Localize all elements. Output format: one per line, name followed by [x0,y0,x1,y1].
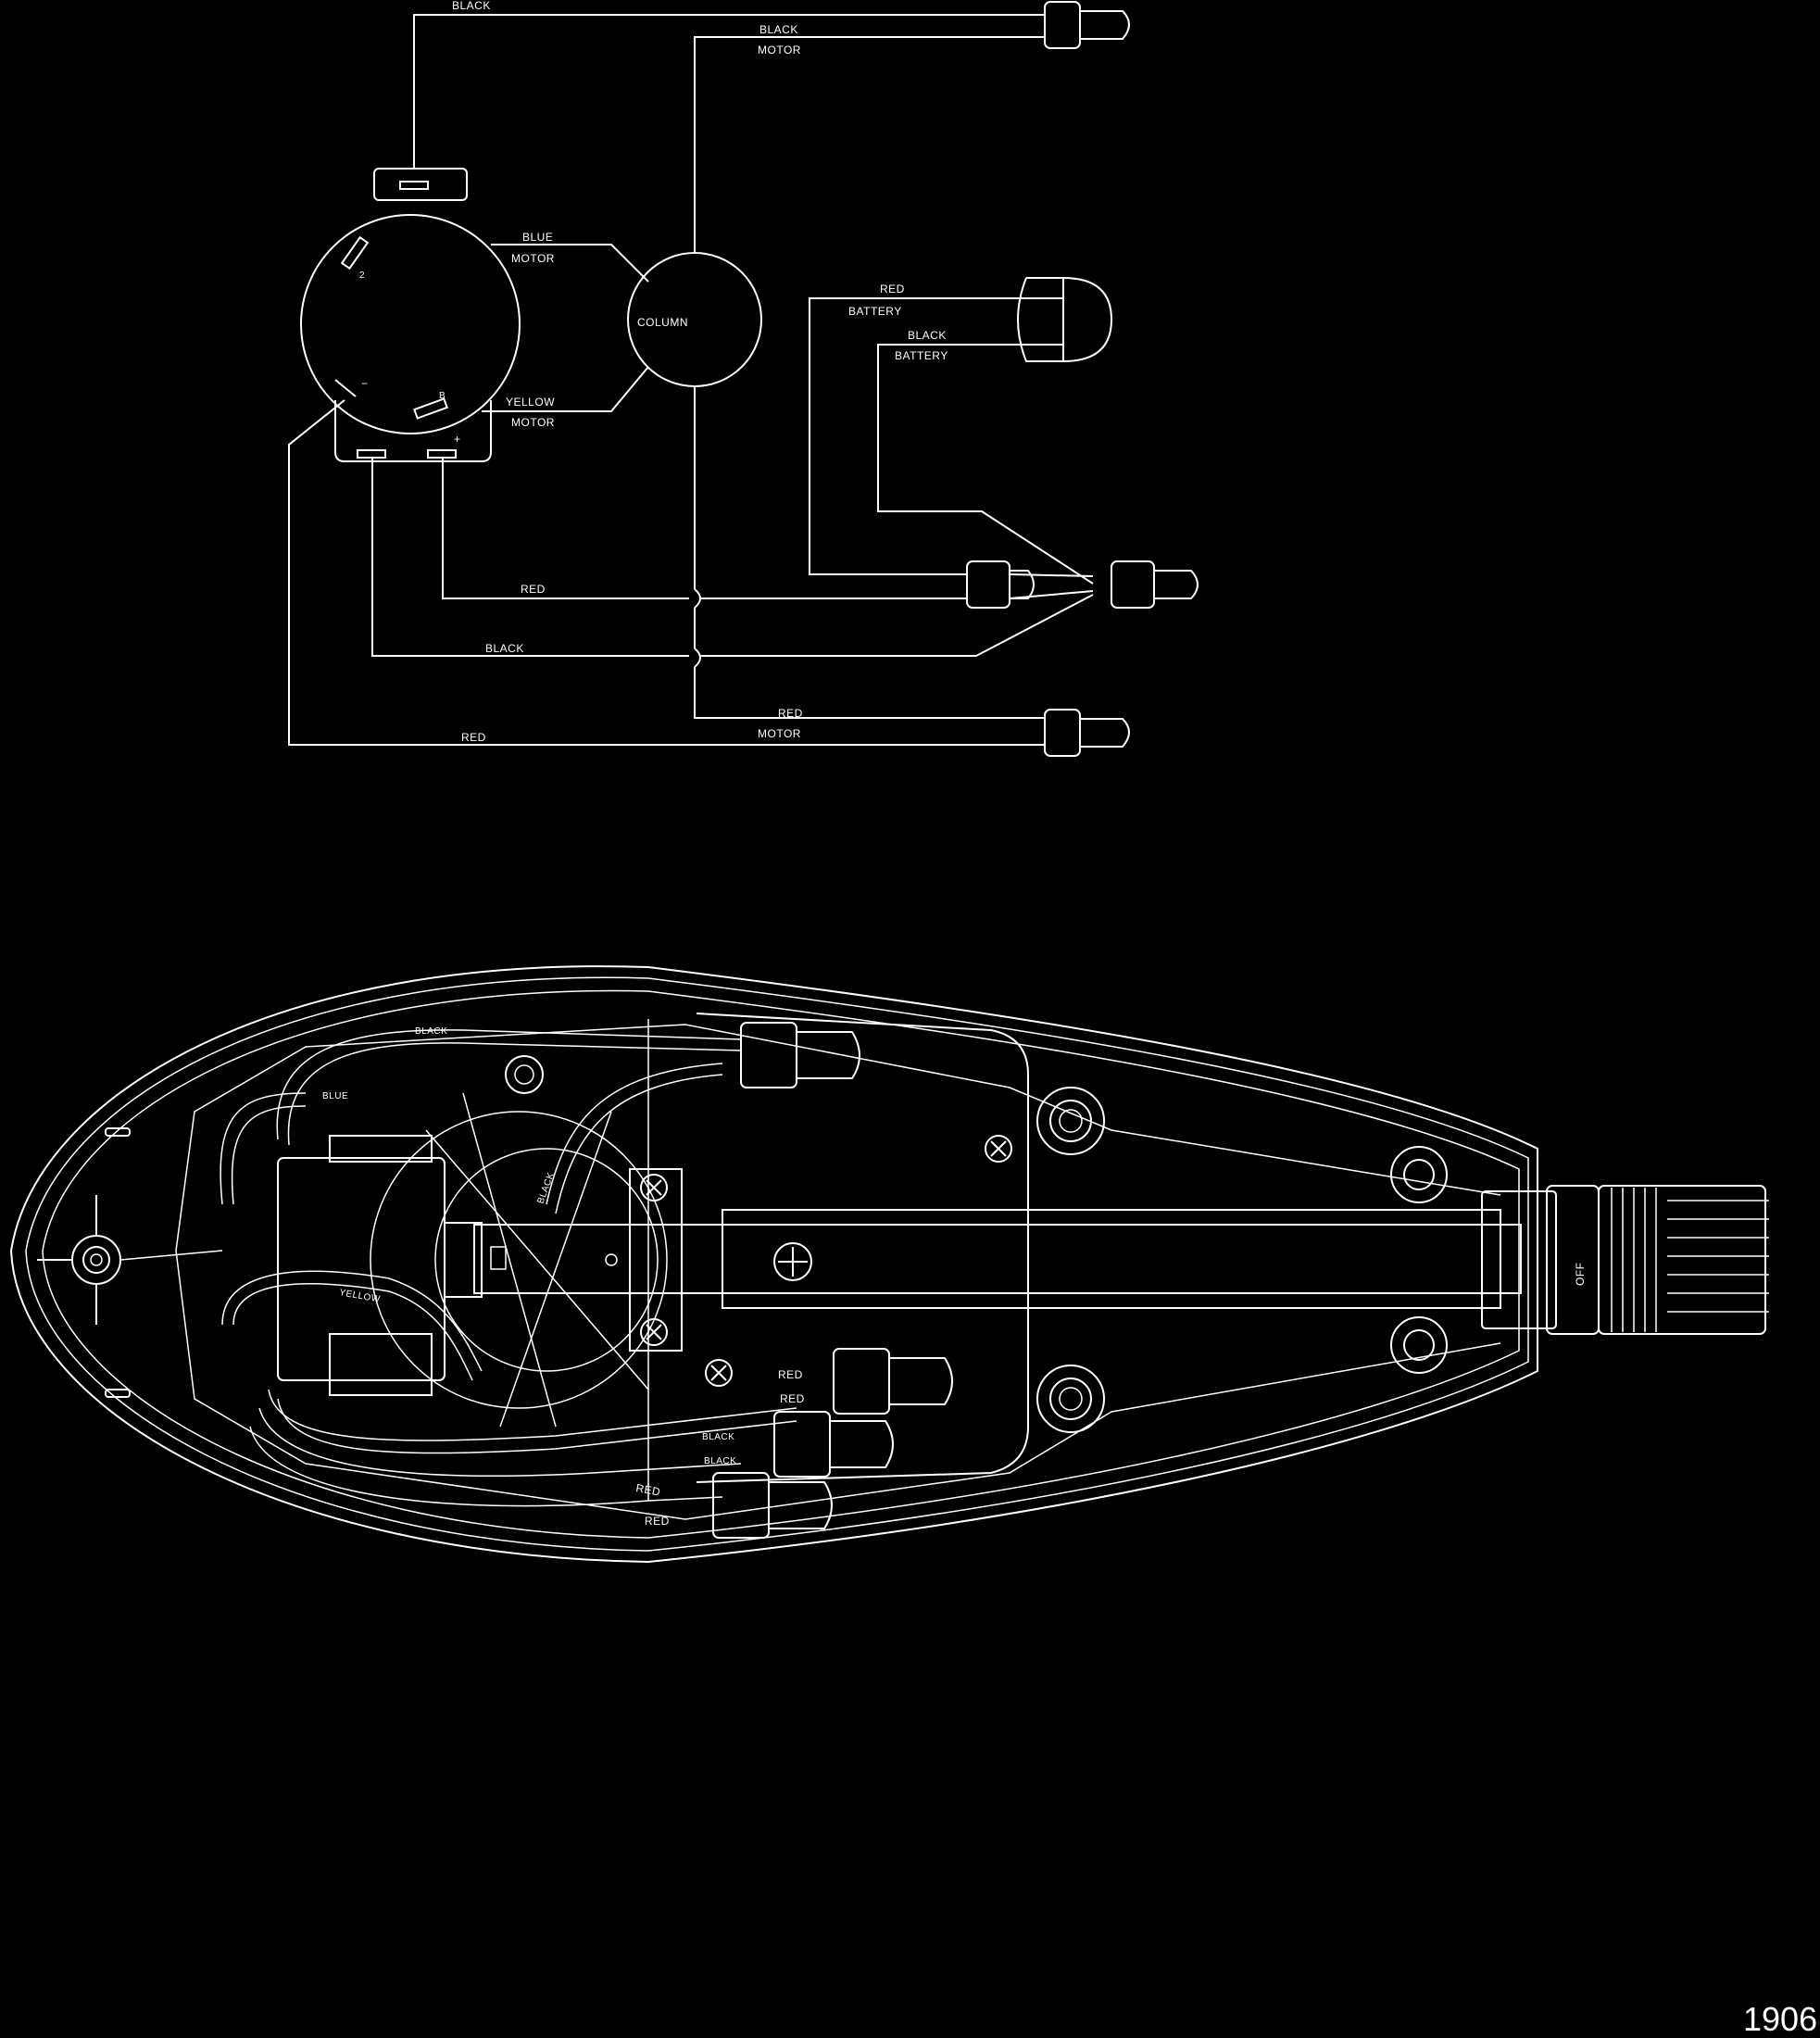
figure-number: 1906 [1743,2000,1817,2038]
asm-label-red-4: RED [645,1515,670,1528]
label-motor-blue: MOTOR [511,252,555,265]
label-battery-1: BATTERY [848,305,902,318]
switch-terminal-2: 2 [359,270,365,281]
assembly-view: OFF [9,965,1769,1564]
asm-label-black-diag: BLACK [535,1171,556,1205]
connector-bottom [1044,709,1130,757]
switch-terminal-plus: + [454,433,461,446]
asm-label-black-top: BLACK [415,1026,447,1037]
label-yellow: YELLOW [506,396,555,409]
label-battery-2: BATTERY [895,349,948,362]
label-black-top: BLACK [452,0,491,12]
asm-label-red-1: RED [778,1368,803,1381]
assembly-connector-top [740,1022,860,1088]
connector-right [1111,560,1199,609]
column-label: COLUMN [637,316,688,329]
asm-label-blue: BLUE [322,1091,348,1101]
assembly-connector-2 [773,1411,894,1478]
switch-block [277,1135,483,1396]
off-label: OFF [1574,1263,1587,1287]
switch-body: 2 − + B [300,168,521,462]
asm-label-yellow: YELLOW [338,1288,381,1305]
label-motor-red: MOTOR [758,727,801,740]
assembly-wires [220,1029,797,1507]
label-red-battery: RED [880,283,905,296]
asm-label-red-2: RED [780,1392,805,1405]
label-red-bottom: RED [461,731,486,744]
asm-label-red-3: RED [634,1481,661,1498]
tube-shaft: OFF [1481,1185,1769,1335]
column-connector: COLUMN [627,252,762,387]
switch-terminal-minus: − [361,377,369,390]
label-black-mid: BLACK [485,642,524,655]
connector-red-left [966,560,1035,609]
label-black-battery: BLACK [908,329,947,342]
label-red-1: RED [521,583,546,596]
left-mount [37,1127,223,1398]
schematic-wires [288,14,1094,746]
label-motor-1: MOTOR [758,44,801,57]
label-motor-yellow: MOTOR [511,416,555,429]
switch-terminal-b: B [439,391,446,401]
connector-top [1044,1,1130,49]
battery-plug [1017,277,1113,362]
mount-bosses [505,1055,1448,1433]
assembly-connector-3 [712,1472,833,1539]
assembly-connector-1 [833,1348,953,1415]
label-red-motor: RED [778,707,803,720]
steering-bar [473,1168,1522,1352]
cover-plate [696,1013,1029,1483]
label-blue: BLUE [522,231,553,244]
label-black-motor: BLACK [759,23,798,36]
asm-label-black-1: BLACK [702,1432,734,1442]
asm-label-black-2: BLACK [704,1456,736,1466]
schematic: 2 − + B COLUMN [288,0,1199,757]
hub-disk [370,1019,668,1501]
